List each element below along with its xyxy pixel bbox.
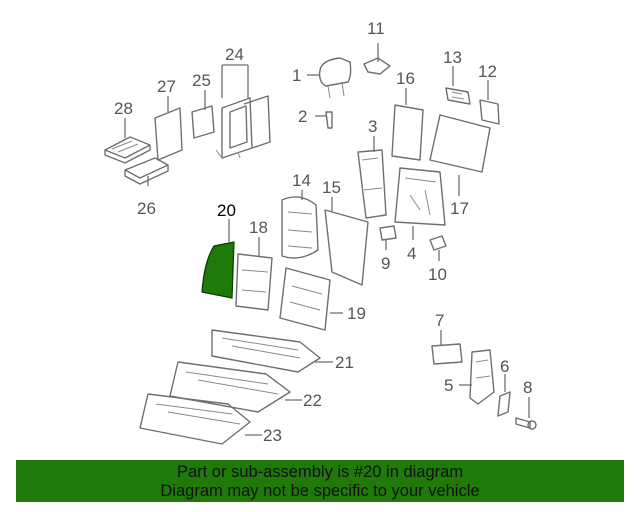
part-11-clip — [363, 57, 391, 75]
part-10-bracket — [429, 235, 447, 251]
callout-7: 7 — [435, 311, 444, 330]
part-9-bracket — [379, 225, 397, 241]
part-27-panel — [154, 107, 183, 161]
part-16-panel — [391, 104, 424, 161]
callout-26: 26 — [137, 199, 156, 218]
part-21-frame — [211, 329, 321, 373]
callout-9: 9 — [381, 254, 390, 273]
callout-24: 24 — [225, 45, 244, 64]
callout-17: 17 — [450, 199, 469, 218]
part-20-fill — [201, 241, 235, 299]
banner-line-disclaimer: Diagram may not be specific to your vehi… — [160, 482, 480, 500]
part-3-frame — [357, 149, 387, 219]
callout-14: 14 — [292, 171, 311, 190]
part-1-headrest — [318, 57, 352, 99]
callout-19: 19 — [347, 304, 366, 323]
part-23-cushion — [139, 393, 251, 445]
callout-21: 21 — [335, 353, 354, 372]
parts-diagram: 1 2 3 4 5 6 7 8 9 10 11 12 13 14 15 16 1… — [104, 19, 537, 445]
part-2-guide — [325, 111, 333, 129]
callout-25: 25 — [192, 71, 211, 90]
callout-23: 23 — [263, 426, 282, 445]
part-5-hinge — [469, 349, 495, 405]
callout-22: 22 — [303, 391, 322, 410]
part-18-cover — [235, 253, 273, 311]
callout-10: 10 — [428, 265, 447, 284]
callout-1: 1 — [292, 66, 301, 85]
part-22-cushion — [169, 361, 291, 413]
callout-8: 8 — [523, 378, 532, 397]
callout-15: 15 — [322, 178, 341, 197]
part-28-pad — [104, 136, 151, 164]
part-15-panel — [324, 209, 369, 286]
part-20-highlighted — [201, 241, 235, 299]
callout-3: 3 — [368, 117, 377, 136]
part-17-panel — [429, 114, 491, 173]
part-19-cover — [279, 267, 331, 331]
part-6-cover — [497, 391, 511, 417]
callout-5: 5 — [444, 376, 453, 395]
part-12-bracket — [479, 99, 500, 125]
callout-6: 6 — [500, 357, 509, 376]
leader-lines — [124, 43, 530, 436]
part-14-cover — [281, 196, 319, 259]
part-4-backrest — [394, 167, 446, 226]
callout-4: 4 — [407, 244, 416, 263]
callout-12: 12 — [478, 62, 497, 81]
callout-labels: 1 2 3 4 5 6 7 8 9 10 11 12 13 14 15 16 1… — [114, 19, 532, 445]
part-7-bracket — [431, 343, 463, 365]
callout-20: 20 — [217, 201, 236, 220]
part-24-frame — [215, 95, 271, 159]
callout-2: 2 — [298, 107, 307, 126]
callout-18: 18 — [249, 218, 268, 237]
part-8-bolt — [515, 417, 537, 430]
callout-28: 28 — [114, 99, 133, 118]
part-26-cushion — [124, 157, 169, 185]
part-25-panel — [191, 105, 215, 139]
callout-11: 11 — [367, 19, 385, 38]
part-13-bracket — [445, 87, 471, 105]
banner-line-part: Part or sub-assembly is #20 in diagram — [176, 463, 464, 481]
callout-16: 16 — [396, 69, 415, 88]
callout-13: 13 — [443, 48, 462, 67]
info-banner: Part or sub-assembly is #20 in diagram D… — [16, 460, 624, 502]
callout-27: 27 — [157, 77, 176, 96]
